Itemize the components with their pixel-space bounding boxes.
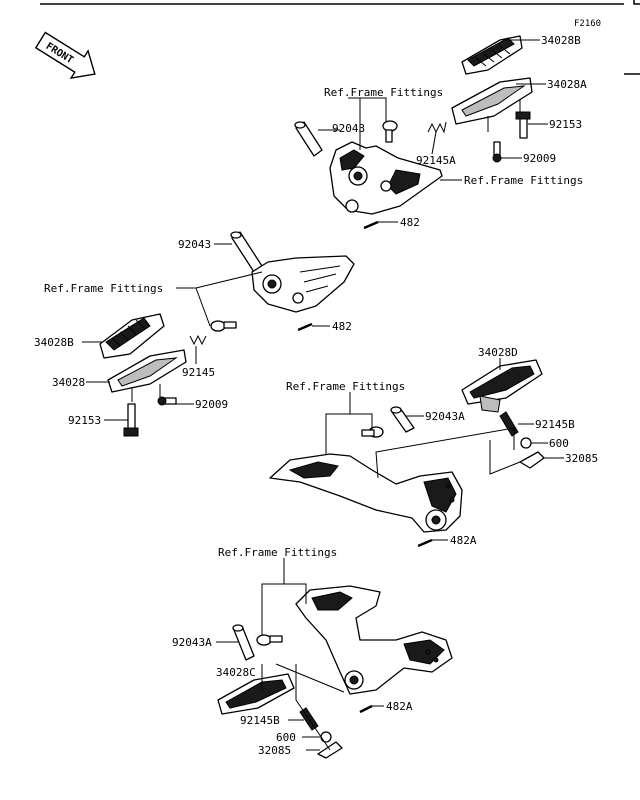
spring-92145b-right xyxy=(499,411,519,437)
label-92145: 92145 xyxy=(182,366,215,379)
pin-92043a-bottom xyxy=(232,624,255,661)
bolt-92009-top xyxy=(492,141,502,163)
leader-ref-frame-5 xyxy=(261,558,307,636)
label-92043-mid: 92043 xyxy=(178,238,211,251)
label-ref-frame-4: Ref.Frame Fittings xyxy=(286,380,405,393)
label-34028: 34028 xyxy=(52,376,85,389)
footpeg-bracket-right xyxy=(269,453,463,533)
label-92145a: 92145A xyxy=(416,154,456,167)
label-ref-frame-1: Ref.Frame Fittings xyxy=(324,86,443,99)
pin-92043-top xyxy=(294,121,323,157)
footpeg-34028c xyxy=(217,673,295,715)
label-92145b-bottom: 92145B xyxy=(240,714,280,727)
pin-482a-bottom xyxy=(359,704,373,714)
pin-482a-right xyxy=(417,538,433,548)
label-92145b-right: 92145B xyxy=(535,418,575,431)
label-34028d: 34028D xyxy=(478,346,518,359)
label-32085-bottom: 32085 xyxy=(258,744,291,757)
figure-code: F2160 xyxy=(574,19,601,29)
label-600-right: 600 xyxy=(549,437,569,450)
leader-right-assembly xyxy=(375,427,521,479)
screw-top xyxy=(382,120,398,143)
leader-ref-frame-1 xyxy=(348,97,387,150)
bolt-92009-left xyxy=(157,396,177,406)
label-ref-frame-2: Ref.Frame Fittings xyxy=(464,174,583,187)
label-92009-top: 92009 xyxy=(523,152,556,165)
label-34028b-left: 34028B xyxy=(34,336,74,349)
washer-600-bottom xyxy=(320,731,332,743)
label-482a-bottom: 482A xyxy=(386,700,413,713)
washer-600-right xyxy=(520,437,532,449)
spring-92145 xyxy=(189,334,207,346)
label-482-mid: 482 xyxy=(332,320,352,333)
label-482a-right: 482A xyxy=(450,534,477,547)
label-92153-top: 92153 xyxy=(549,118,582,131)
footpeg-bracket-top xyxy=(329,141,443,215)
spring-92145a xyxy=(427,121,447,134)
footpeg-34028d xyxy=(461,359,543,413)
pin-482-top xyxy=(363,220,379,230)
footpeg-bracket-mid xyxy=(251,255,355,313)
bolt-92153-left xyxy=(123,403,139,437)
label-34028b-top: 34028B xyxy=(541,34,581,47)
footpeg-rubber-34028b-left xyxy=(99,313,165,359)
label-ref-frame-3: Ref.Frame Fittings xyxy=(44,282,163,295)
footpeg-rubber-34028b-top xyxy=(461,35,523,75)
footpeg-bracket-bottom xyxy=(295,585,453,695)
label-32085-right: 32085 xyxy=(565,452,598,465)
label-92009-left: 92009 xyxy=(195,398,228,411)
footpeg-34028a-top xyxy=(451,77,533,125)
label-ref-frame-5: Ref.Frame Fittings xyxy=(218,546,337,559)
leader-pegs-top xyxy=(487,100,521,132)
leader-ref-frame-4 xyxy=(325,392,373,454)
pin-482-mid xyxy=(297,322,313,332)
label-34028c: 34028C xyxy=(216,666,256,679)
label-92043a-right: 92043A xyxy=(425,410,465,423)
label-92043a-bottom: 92043A xyxy=(172,636,212,649)
footpeg-34028 xyxy=(107,349,187,393)
label-482-top: 482 xyxy=(400,216,420,229)
screw-mid xyxy=(210,320,237,332)
label-92043-top: 92043 xyxy=(332,122,365,135)
label-34028a: 34028A xyxy=(547,78,587,91)
pin-92043a-right xyxy=(390,406,415,433)
label-92153-left: 92153 xyxy=(68,414,101,427)
right-border-bracket xyxy=(633,0,640,5)
leader-92145a xyxy=(431,131,437,155)
front-arrow-icon: FRONT xyxy=(34,31,96,79)
pin-92043-mid xyxy=(230,231,263,273)
bolt-92153-top xyxy=(515,111,531,139)
label-600-bottom: 600 xyxy=(276,731,296,744)
leader-ref-frame-3 xyxy=(176,271,263,327)
leader-pegs-left xyxy=(131,384,161,402)
clip-32085-right xyxy=(519,451,545,469)
screw-bottom xyxy=(256,634,283,646)
